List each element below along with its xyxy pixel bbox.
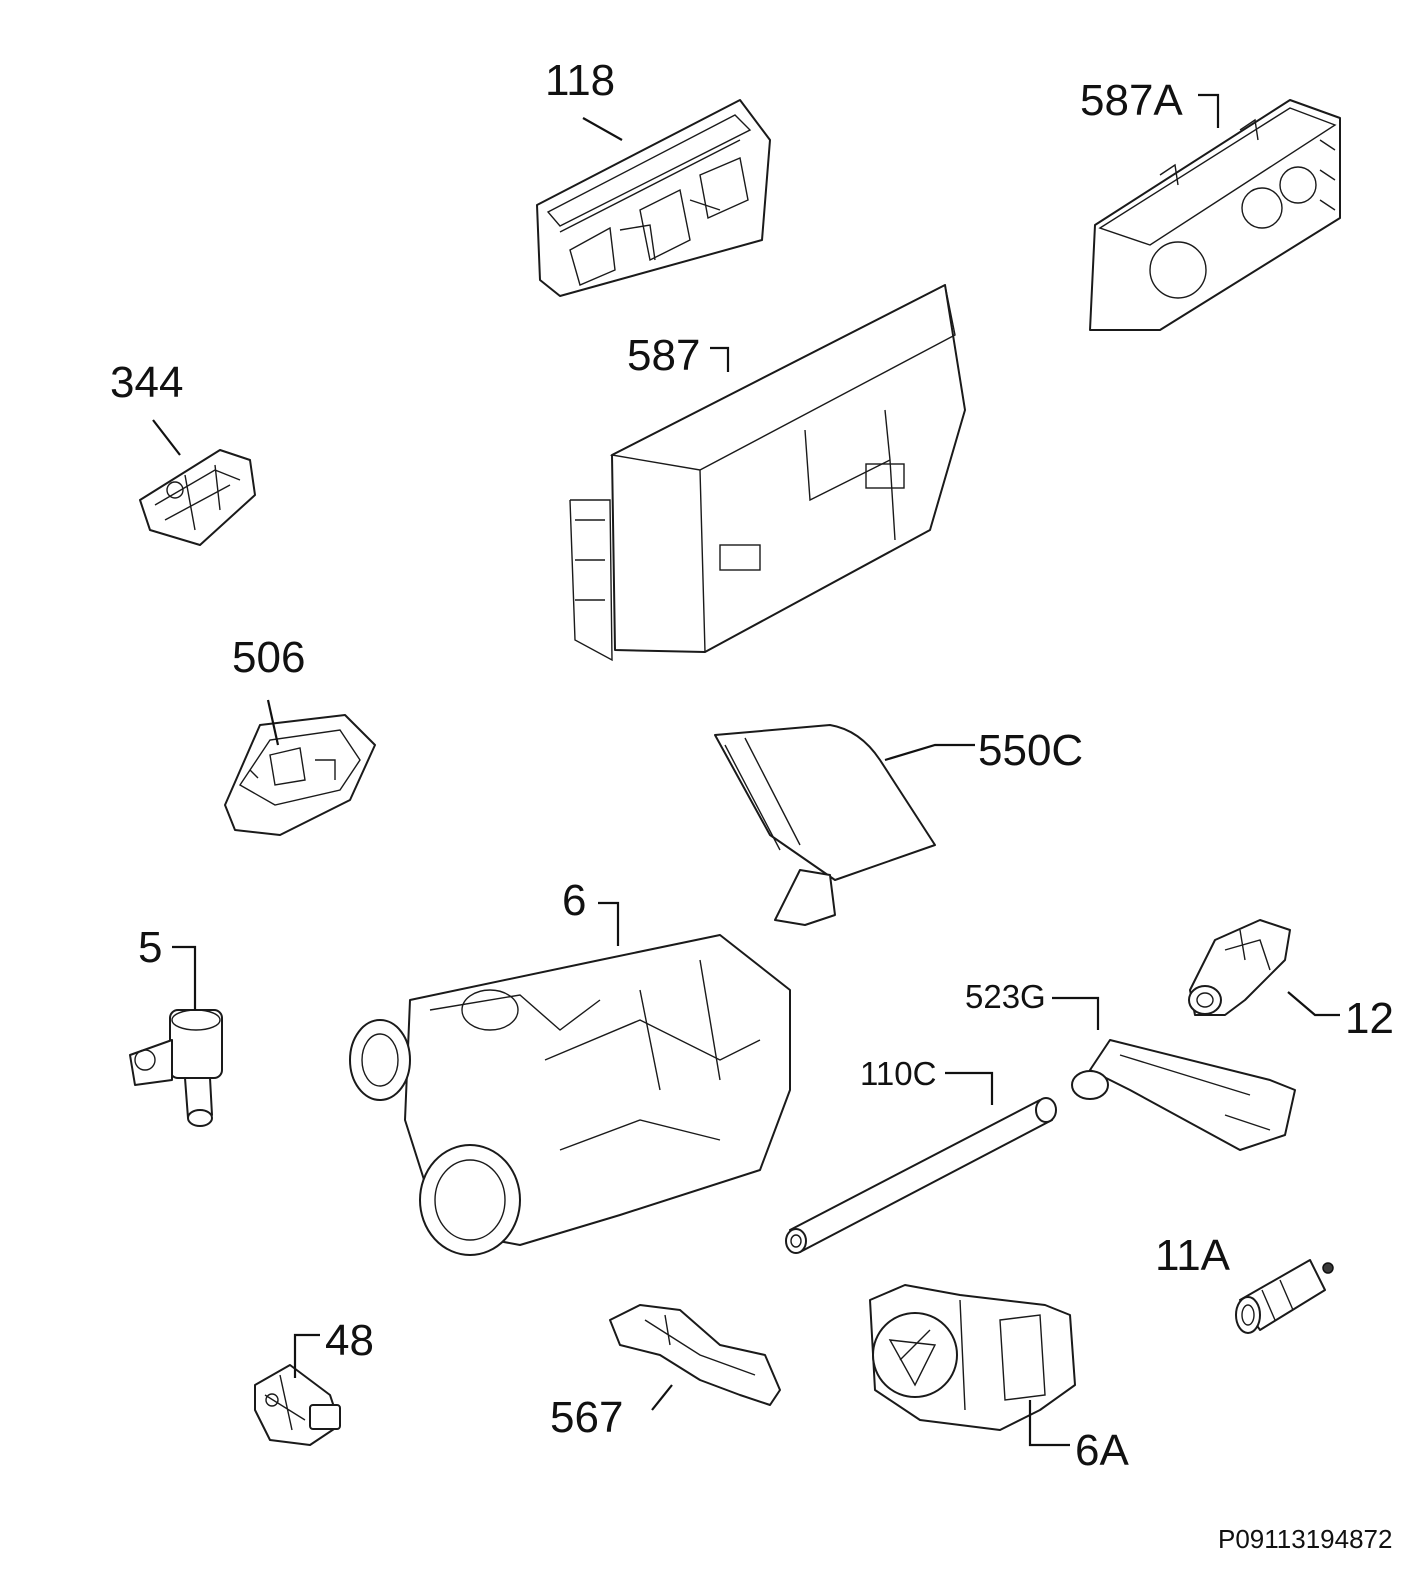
leader-110c	[945, 1071, 994, 1105]
part-523g-bracket	[1071, 1039, 1296, 1151]
part-344-component	[139, 449, 256, 546]
leader-550c	[884, 743, 975, 762]
part-12-component	[1188, 919, 1291, 1016]
label-5: 5	[138, 923, 162, 972]
part-587a-control-module	[1089, 99, 1341, 331]
part-6-circulation-pump	[349, 934, 791, 1256]
label-6a: 6A	[1075, 1426, 1129, 1475]
label-523g: 523G	[965, 978, 1046, 1015]
part-5-inlet-valve	[129, 1009, 223, 1127]
leader-523g	[1052, 996, 1100, 1030]
label-550c: 550C	[978, 726, 1083, 775]
label-6: 6	[562, 876, 586, 925]
part-550c-cover	[714, 724, 936, 926]
part-567-duct	[609, 1304, 781, 1406]
part-587-electronic-module	[569, 283, 966, 662]
part-506-component	[224, 714, 376, 836]
label-118: 118	[545, 56, 615, 105]
leader-6	[598, 901, 620, 946]
part-6a-drain-pump	[869, 1284, 1076, 1431]
label-587a: 587A	[1080, 76, 1183, 125]
part-48-component	[254, 1364, 341, 1446]
label-12: 12	[1345, 994, 1394, 1043]
label-587: 587	[627, 331, 700, 380]
leader-6a	[1028, 1400, 1070, 1447]
leader-567	[651, 1384, 673, 1411]
part-110c-hose	[785, 1097, 1057, 1254]
leader-506	[266, 699, 280, 746]
label-344: 344	[110, 358, 183, 407]
label-110c: 110C	[860, 1055, 936, 1092]
label-567: 567	[550, 1393, 623, 1442]
leader-587	[710, 346, 730, 372]
label-48: 48	[325, 1316, 374, 1365]
leader-5	[172, 945, 197, 1010]
leader-12	[1287, 991, 1340, 1017]
label-11a: 11A	[1155, 1231, 1231, 1280]
leader-344	[152, 419, 181, 456]
leader-118	[582, 117, 623, 141]
label-506: 506	[232, 633, 305, 682]
part-11a-motor	[1235, 1259, 1334, 1334]
leader-48	[293, 1333, 320, 1378]
part-118-control-board	[536, 99, 771, 297]
diagram-code: P09113194872	[1218, 1524, 1392, 1554]
leader-587a	[1198, 93, 1220, 128]
